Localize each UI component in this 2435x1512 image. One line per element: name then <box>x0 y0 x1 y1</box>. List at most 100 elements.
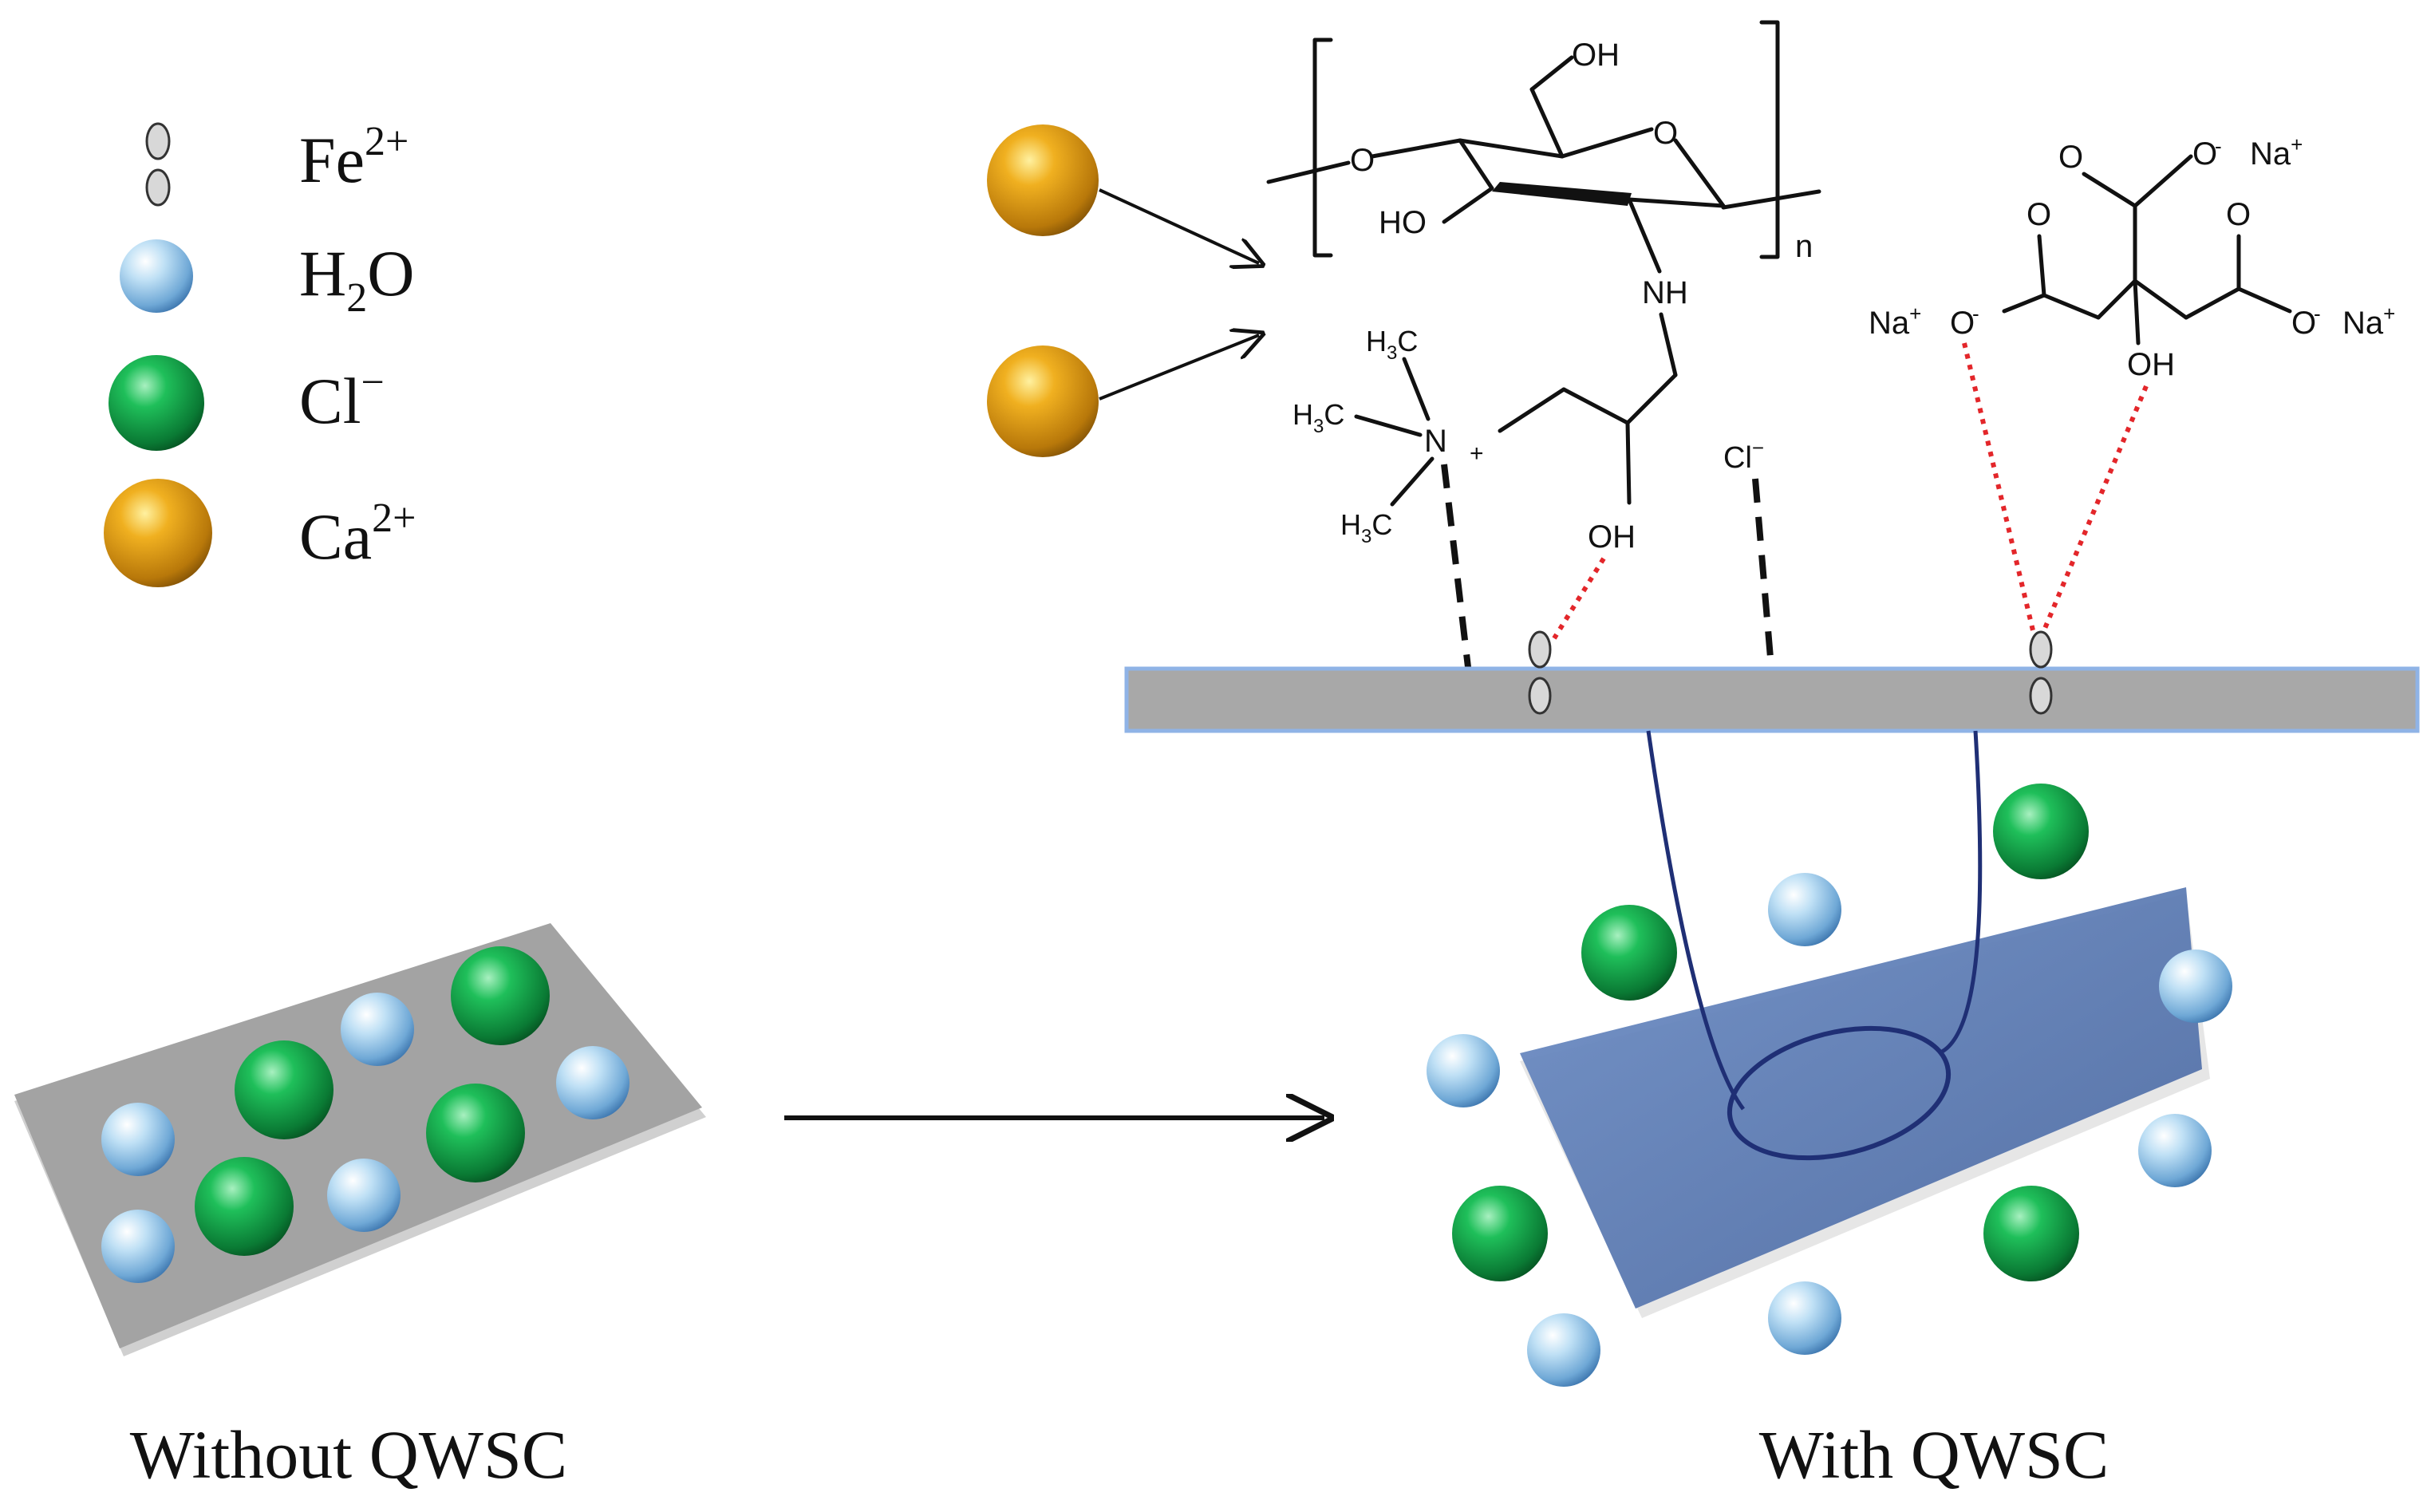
plate-without-qwsc <box>14 923 706 1356</box>
na-top: Na+ <box>2250 132 2303 172</box>
water-sphere <box>341 993 414 1066</box>
atom-n-plus: N <box>1424 424 1447 459</box>
water-sphere <box>1768 1281 1841 1355</box>
ring-bond-5 <box>1627 197 1726 208</box>
calcium-sphere-bottom <box>987 345 1099 457</box>
interactions <box>1441 342 2149 668</box>
backbone-left <box>1266 160 1351 184</box>
calcium-sphere-top <box>987 124 1099 236</box>
chloride-sphere <box>426 1084 525 1182</box>
citrate-bond-1 <box>2082 172 2137 208</box>
atom-o-linker: O <box>1350 143 1375 178</box>
na-left: Na+ <box>1869 302 1921 341</box>
ring-bond-3 <box>1673 138 1726 208</box>
hbond-oh-fe <box>1552 557 1606 640</box>
atom-o-ring: O <box>1653 116 1678 151</box>
citrate-bond-2 <box>2133 154 2193 208</box>
legend-label-chloride: Cl− <box>299 360 385 437</box>
ring-bond-4 <box>1458 138 1494 191</box>
water-sphere <box>2138 1114 2212 1187</box>
zoom-line-left <box>1646 730 1746 1111</box>
atom-o-dbl-right: O <box>2226 197 2251 232</box>
charge-o-right: - <box>2314 302 2321 326</box>
citrate-bond-5 <box>2042 293 2101 320</box>
calcium-attack <box>987 124 1259 457</box>
hbond-citrate-right <box>2042 385 2149 632</box>
water-sphere <box>1768 873 1841 946</box>
citrate-bond-4 <box>2037 234 2046 298</box>
arrow-calcium-top <box>1099 188 1259 263</box>
bond-n-me3 <box>1390 456 1435 507</box>
citrate-bond-7 <box>2133 278 2188 320</box>
metal-surface-bar <box>1124 630 2420 733</box>
calcium-sphere-icon <box>104 479 212 587</box>
ionic-bond-n <box>1441 464 1471 668</box>
zoom-loop <box>1727 1025 1952 1161</box>
fe-ion-bar-1 <box>1528 630 1552 715</box>
water-sphere <box>2159 949 2232 1023</box>
ring-wedge-front <box>1492 182 1632 206</box>
chloride-sphere <box>451 946 550 1045</box>
backbone-right <box>1721 189 1821 210</box>
citrate-bond-oh <box>2133 278 2141 345</box>
caption-with-qwsc: With QWSC <box>1759 1416 2109 1493</box>
ring-bond-1 <box>1458 138 1565 159</box>
ring-bond-2 <box>1560 127 1654 159</box>
qwsc-molecule: n O O OH HO NH OH N + <box>1266 20 1821 555</box>
plate-right-top <box>1520 887 2202 1309</box>
legend-label-water: H2O <box>299 237 414 321</box>
methyl-2: H3C <box>1292 398 1344 437</box>
charge-o-left: - <box>1972 302 1979 326</box>
chloride-sphere <box>1983 1186 2079 1281</box>
atom-o-dbl-left: O <box>2027 197 2051 232</box>
atom-o-minus-right: O <box>2291 306 2316 341</box>
legend-label-calcium: Ca2+ <box>299 495 416 573</box>
water-sphere <box>1427 1034 1500 1107</box>
bond-c3-ho <box>1442 186 1494 224</box>
atom-o-dbl-top: O <box>2058 140 2083 175</box>
atom-o-minus-left: O <box>1950 306 1975 341</box>
atom-o-minus-top: O <box>2192 136 2217 172</box>
zoom-line-right <box>1937 730 1983 1056</box>
chain-bond-1 <box>1659 312 1678 377</box>
hbond-citrate-left <box>1962 342 2035 631</box>
na-right: Na+ <box>2342 302 2395 341</box>
water-sphere <box>101 1103 175 1176</box>
chain-bond-2 <box>1625 373 1678 425</box>
chain-bond-3 <box>1561 387 1630 425</box>
chloride-sphere <box>195 1157 294 1256</box>
arrow-calcium-bottom <box>1099 335 1259 401</box>
legend-label-fe: Fe2+ <box>299 119 408 196</box>
bond-o-c4 <box>1370 138 1462 159</box>
chloride-sphere <box>1993 784 2089 879</box>
fe-ion-icon <box>145 122 171 207</box>
chloride-sphere <box>235 1040 333 1139</box>
left-bracket <box>1312 38 1333 258</box>
ionic-bond-cl <box>1752 478 1774 668</box>
bond-n-me2 <box>1354 414 1423 437</box>
atom-citrate-oh: OH <box>2127 347 2175 382</box>
atom-ho: HO <box>1379 205 1427 240</box>
atom-cl-minus: Cl− <box>1723 436 1764 475</box>
fe-ion-bar-2 <box>2029 630 2053 715</box>
atom-nh: NH <box>1642 275 1688 310</box>
chain-bond-4 <box>1498 387 1566 433</box>
bond-n-me1 <box>1402 357 1431 421</box>
methyl-3: H3C <box>1340 508 1392 547</box>
citrate-bond-6 <box>2096 278 2137 320</box>
atom-oh-top: OH <box>1572 38 1620 73</box>
chloride-sphere <box>1581 905 1677 1001</box>
caption-without-qwsc: Without QWSC <box>130 1416 567 1493</box>
plate-with-qwsc <box>1427 730 2232 1387</box>
methyl-1: H3C <box>1366 325 1418 364</box>
water-sphere <box>327 1159 401 1232</box>
chloride-sphere-icon <box>109 355 204 451</box>
chain-bond-oh <box>1625 420 1632 505</box>
bond-c6-oh <box>1529 55 1574 92</box>
citrate-bond-ol <box>2002 293 2046 314</box>
citrate-bond-8 <box>2184 286 2241 320</box>
charge-plus: + <box>1470 440 1484 467</box>
bond-c2-nh <box>1627 197 1662 274</box>
